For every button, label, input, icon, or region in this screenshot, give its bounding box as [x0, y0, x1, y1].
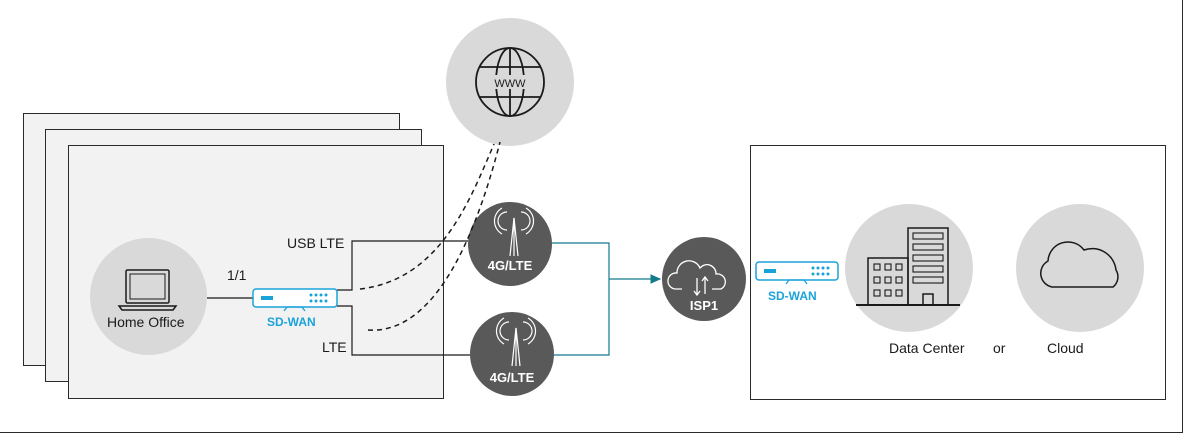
lte-tower-label-1: 4G/LTE [487, 258, 533, 273]
www-label: WWW [494, 78, 526, 90]
antenna-icon-2 [495, 317, 537, 367]
tower1-isp-link [552, 242, 610, 279]
lte-tower-circle-2 [470, 312, 554, 396]
home-office-label: Home Office [107, 314, 185, 330]
antenna-icon-1 [493, 207, 535, 257]
cloud-circle [1016, 204, 1144, 332]
cloud-label: Cloud [1047, 340, 1084, 356]
data-center-circle [845, 204, 973, 332]
laptop-icon [117, 269, 178, 311]
tower2-isp-link [554, 279, 610, 356]
sdwan-dc-label: SD-WAN [768, 289, 817, 303]
cloud-icon [1040, 241, 1119, 288]
usb-lte-label: USB LTE [287, 235, 345, 251]
lte-label: LTE [322, 339, 347, 355]
isp-cloud-icon [667, 260, 726, 297]
data-center-label: Data Center [889, 340, 965, 356]
sdwan-branch-label: SD-WAN [267, 315, 316, 329]
building-icon [856, 227, 960, 306]
port-label: 1/1 [227, 267, 247, 283]
lte-tower-circle-1 [468, 202, 552, 286]
lte-tower-label-2: 4G/LTE [489, 370, 535, 385]
home-office-circle [90, 238, 207, 355]
isp-label: ISP1 [689, 298, 719, 313]
usb-lte-link [337, 240, 468, 291]
sdwan-router-icon-dc [755, 261, 839, 285]
or-label: or [993, 340, 1006, 356]
sdwan-router-icon-branch [252, 288, 338, 312]
dashed-tunnel-2 [367, 141, 501, 331]
building-windows [873, 232, 944, 297]
dashed-tunnel-1 [359, 143, 495, 290]
lte-link [337, 305, 470, 356]
